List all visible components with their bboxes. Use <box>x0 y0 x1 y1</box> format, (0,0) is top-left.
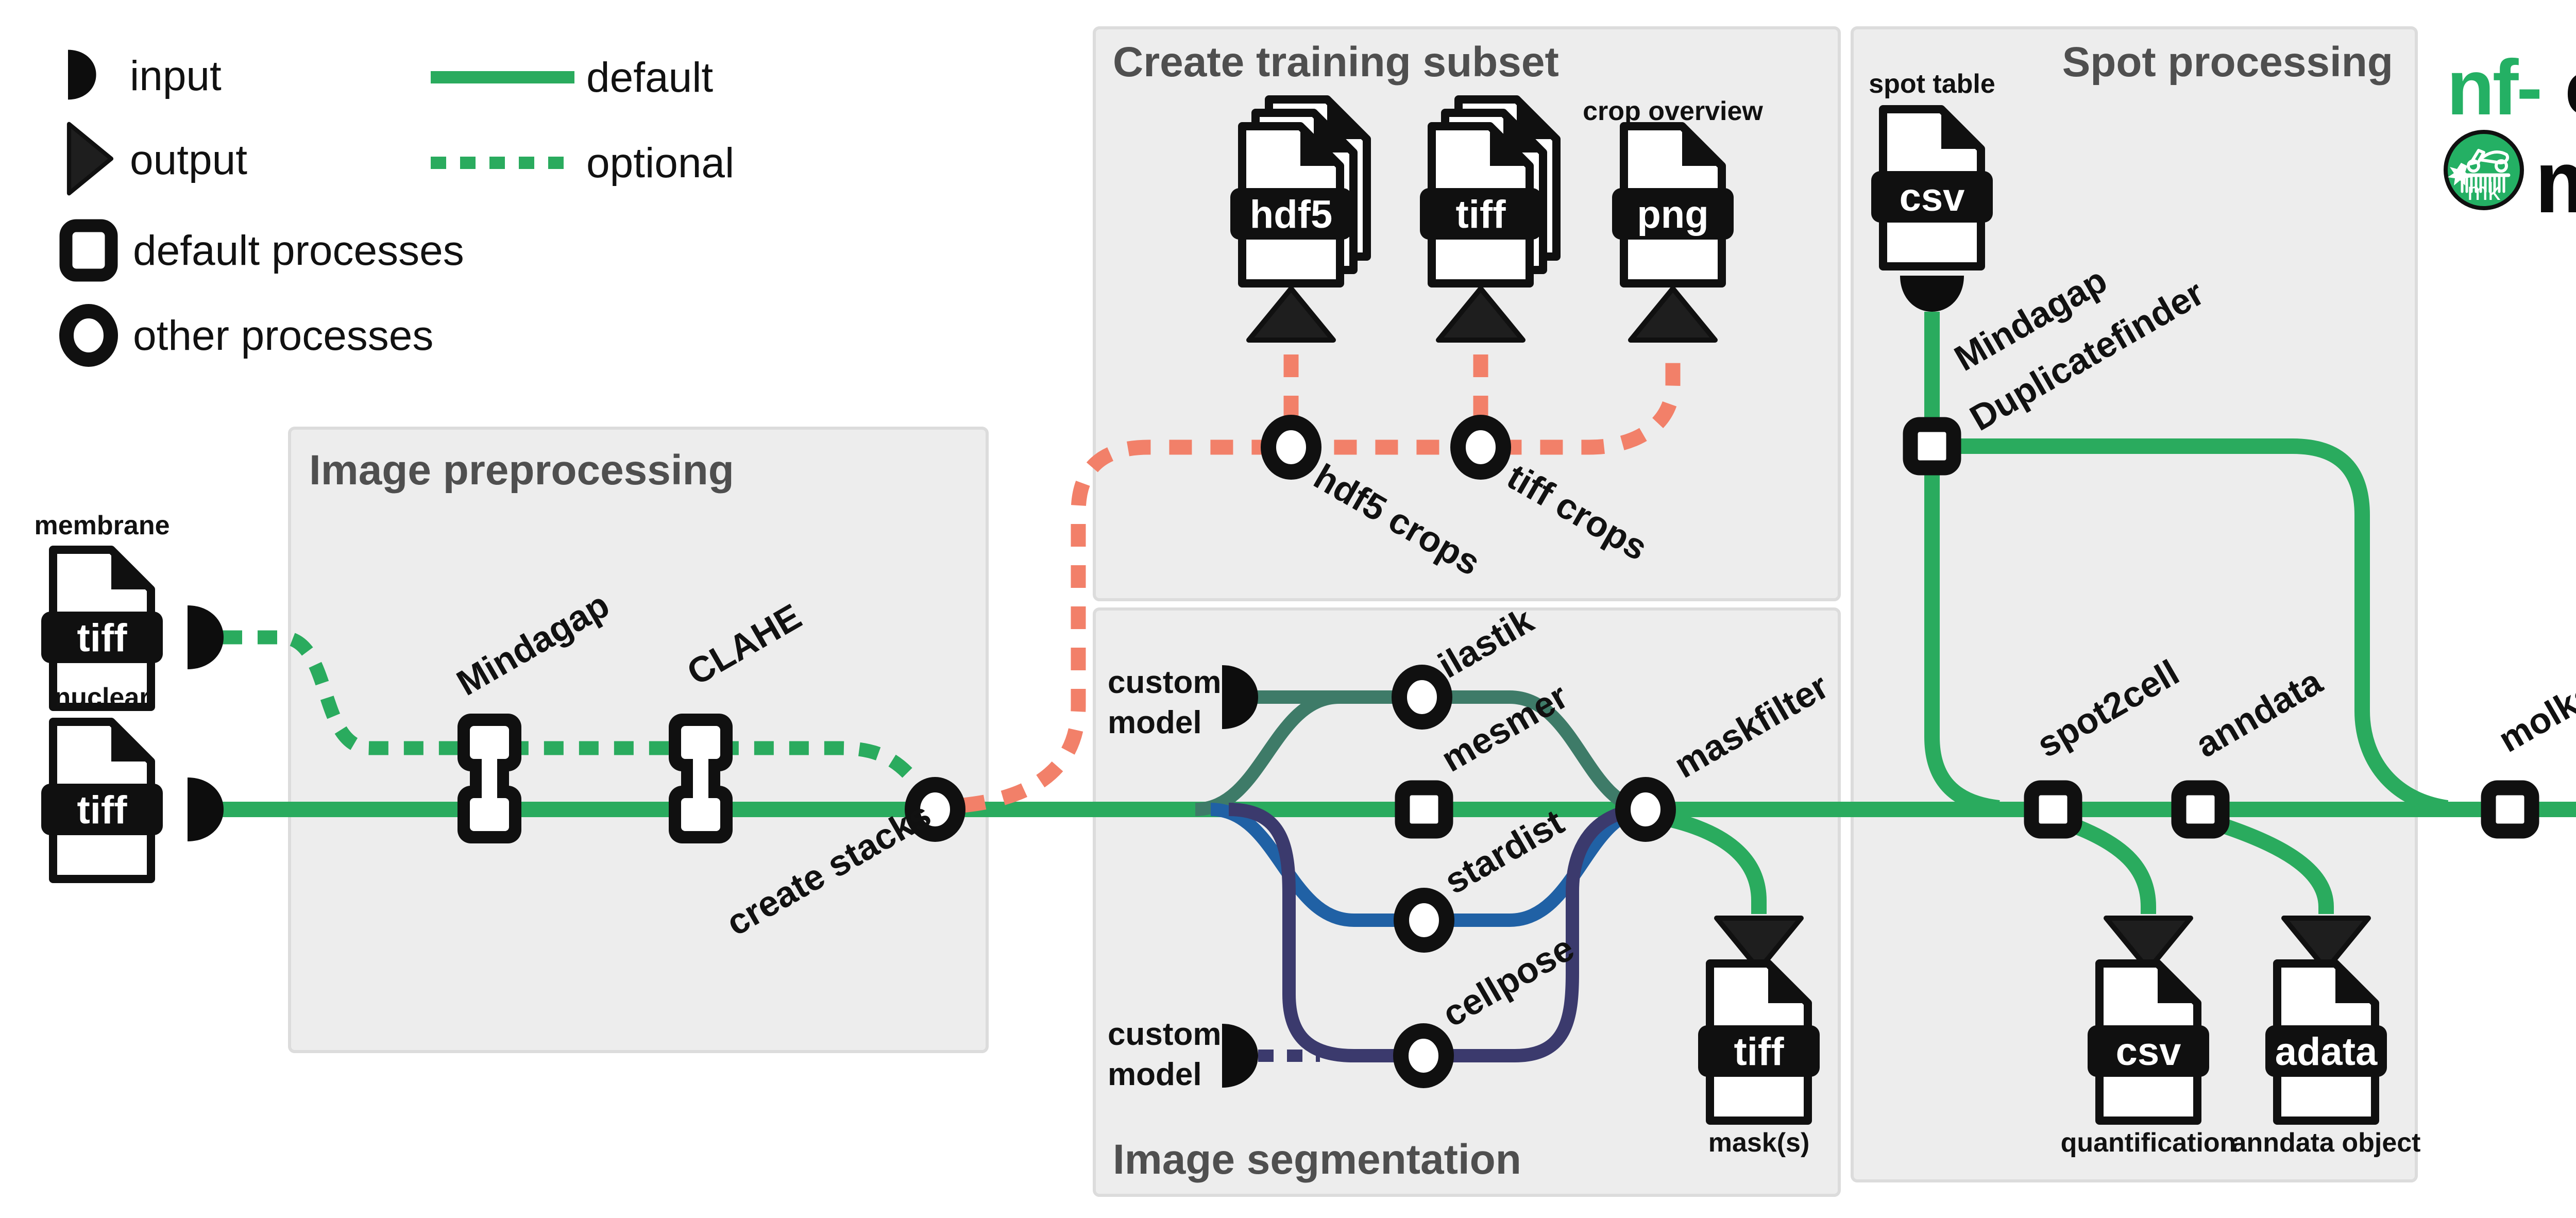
box-spot-processing <box>1851 26 2418 1182</box>
file-caption: membrane <box>35 511 170 540</box>
logo-core: core/ <box>2565 44 2576 131</box>
label-custom-model-bottom-1: custom <box>1108 1017 1221 1052</box>
file-ext: csv <box>1900 176 1965 219</box>
mk-badge-text: mk <box>2467 178 2501 206</box>
box-title-preprocessing: Image preprocessing <box>309 447 734 494</box>
file-spot-table: csv spot table <box>1869 69 1995 266</box>
node-stardist <box>1394 888 1454 953</box>
edge-maskfilter-out <box>1658 809 1767 914</box>
input-membrane-icon <box>188 605 224 669</box>
node-spot2cell <box>2024 780 2082 839</box>
kart-icon <box>2448 149 2511 193</box>
legend-other-processes-label: other processes <box>133 312 433 359</box>
file-tiff-crops: tiff <box>1420 99 1556 283</box>
node-clahe <box>669 714 733 843</box>
node-mindagap <box>457 714 521 843</box>
legend-optional-label: optional <box>586 140 734 187</box>
node-cellpose <box>1393 1023 1454 1088</box>
file-caption: mask(s) <box>1708 1128 1810 1158</box>
box-title-segmentation: Image segmentation <box>1113 1136 1521 1183</box>
file-ext: hdf5 <box>1250 193 1332 236</box>
output-icon <box>69 124 111 193</box>
label-molkartqc: molkartqc <box>2492 639 2576 760</box>
file-crop-overview: png crop overview <box>1583 96 1763 283</box>
legend-input-label: input <box>130 53 222 99</box>
file-hdf5-crops: hdf5 <box>1230 99 1367 283</box>
edge-optional-membrane <box>223 630 929 797</box>
file-ext: csv <box>2116 1030 2181 1074</box>
node-molkartqc <box>2481 780 2539 839</box>
file-quantification: csv quantification <box>2061 963 2236 1158</box>
file-caption: anndata object <box>2232 1128 2421 1158</box>
legend-default-processes-label: default processes <box>133 227 464 274</box>
node-create-stacks <box>905 777 965 842</box>
label-custom-model-top-1: custom <box>1108 665 1221 700</box>
node-hdf5-crops <box>1261 415 1321 480</box>
file-ext: png <box>1637 193 1708 236</box>
edge-optional-training <box>961 354 1681 813</box>
file-nuclear: tiff nuclear <box>41 683 163 879</box>
logo-nf-core-molkart: nf- core/ mk molkart <box>2444 44 2576 231</box>
node-maskfilter <box>1615 777 1676 842</box>
box-image-preprocessing <box>288 427 989 1053</box>
edge-anndata-out <box>2209 814 2334 914</box>
default-process-icon <box>59 219 118 282</box>
box-title-training: Create training subset <box>1113 39 1559 86</box>
file-ext: tiff <box>1455 193 1506 236</box>
file-caption: nuclear <box>55 683 150 713</box>
label-custom-model-bottom-2: model <box>1108 1057 1202 1092</box>
legend-default-label: default <box>586 54 713 101</box>
file-ext: tiff <box>77 616 127 660</box>
node-duplicatefinder <box>1903 417 1961 476</box>
edge-duplicatefinder-bypass <box>1957 438 2449 816</box>
logo-molkart: molkart <box>2535 132 2576 231</box>
file-caption: spot table <box>1869 69 1995 99</box>
label-custom-model-top-2: model <box>1108 705 1202 740</box>
edge-duplicatefinder-down <box>1924 471 2000 816</box>
file-masks: tiff mask(s) <box>1698 963 1820 1158</box>
file-ext: tiff <box>1734 1030 1784 1074</box>
node-anndata <box>2171 780 2230 839</box>
other-process-icon <box>59 304 118 367</box>
logo-nf: nf- <box>2447 44 2540 131</box>
node-tiff-crops <box>1450 415 1511 480</box>
file-ext: adata <box>2275 1030 2378 1074</box>
node-ilastik <box>1392 665 1452 730</box>
edge-cellpose-branch <box>1228 803 1649 1062</box>
mk-badge: mk <box>2444 130 2524 210</box>
file-anndata-object: adata anndata object <box>2232 963 2421 1158</box>
legend: input output default processes other pro… <box>59 49 734 367</box>
file-ext: tiff <box>77 788 127 832</box>
node-mesmer <box>1395 780 1453 839</box>
input-nuclear-icon <box>188 777 224 841</box>
legend-output-label: output <box>130 137 247 183</box>
file-caption: quantification <box>2061 1128 2236 1158</box>
input-icon <box>68 49 96 100</box>
file-caption: crop overview <box>1583 96 1763 126</box>
box-title-spot: Spot processing <box>2062 39 2393 86</box>
edge-spot2cell-out <box>2061 814 2156 914</box>
file-membrane: tiff membrane <box>35 511 170 707</box>
box-image-segmentation <box>1093 607 1841 1197</box>
